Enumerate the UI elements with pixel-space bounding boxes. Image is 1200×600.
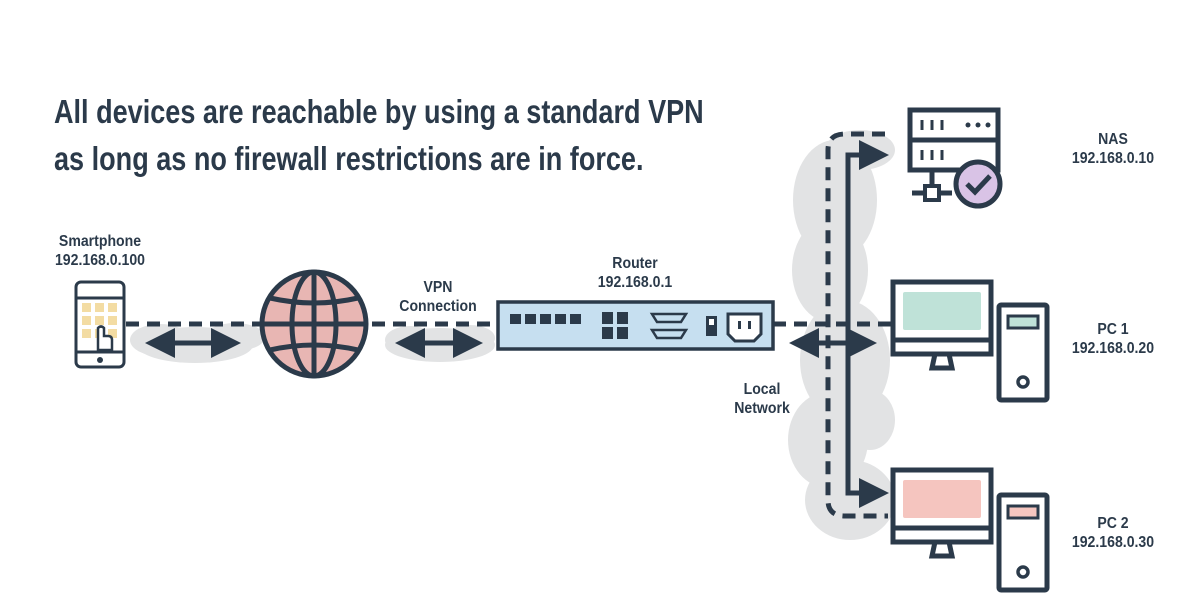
router-icon (496, 300, 775, 351)
pc1-label: PC 1 192.168.0.20 (1065, 320, 1162, 358)
pc2-label: PC 2 192.168.0.30 (1065, 514, 1162, 552)
pc2-icon (890, 467, 1050, 593)
local-line-2: Network (734, 400, 790, 417)
globe-icon (259, 269, 369, 379)
vpn-connection-label: VPN Connection (394, 278, 482, 316)
headline-line-1: All devices are reachable by using a sta… (54, 93, 704, 130)
smartphone-icon (74, 280, 126, 369)
pc1-name: PC 1 (1097, 321, 1129, 338)
nas-icon (907, 107, 1001, 202)
nas-label: NAS 192.168.0.10 (1065, 130, 1162, 168)
local-line-1: Local (743, 381, 781, 398)
pc1-ip: 192.168.0.20 (1071, 340, 1155, 357)
pc2-name: PC 2 (1097, 515, 1129, 532)
headline-line-2: as long as no firewall restrictions are … (54, 140, 644, 177)
check-icon (953, 159, 1003, 209)
pc2-ip: 192.168.0.30 (1071, 534, 1155, 551)
vpn-line-1: VPN (423, 279, 453, 296)
pc1-icon (890, 279, 1050, 403)
arrows (145, 140, 889, 508)
local-network-label: Local Network (727, 380, 797, 418)
smartphone-label: Smartphone 192.168.0.100 (52, 232, 149, 270)
nas-name: NAS (1098, 131, 1128, 148)
router-name: Router (612, 255, 658, 272)
vpn-line-2: Connection (399, 298, 477, 315)
dashed-links (126, 131, 892, 519)
smartphone-ip: 192.168.0.100 (54, 252, 146, 269)
nas-ip: 192.168.0.10 (1071, 150, 1155, 167)
router-ip: 192.168.0.1 (597, 274, 673, 291)
router-label: Router 192.168.0.1 (587, 254, 684, 292)
smartphone-name: Smartphone (58, 233, 142, 250)
nas-branch (845, 140, 889, 343)
pc2-branch (845, 343, 889, 508)
headline: All devices are reachable by using a sta… (54, 88, 704, 182)
